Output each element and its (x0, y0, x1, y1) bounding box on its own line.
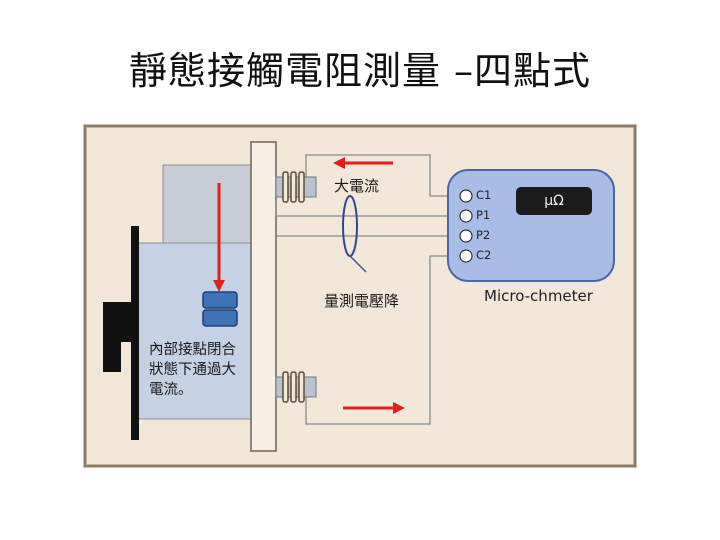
internal-contact-note: 內部接點閉合狀態下通過大電流。 (149, 342, 236, 398)
top-bushing-clamps (282, 171, 305, 203)
high-current-label: 大電流 (334, 177, 380, 195)
terminal-label-c1: C1 (476, 188, 492, 202)
internal-contact (202, 291, 238, 327)
terminal-label-p2: P2 (476, 228, 491, 242)
slide-title: 靜態接觸電阻測量 –四點式 (128, 49, 592, 93)
meter-display-unit: μΩ (544, 193, 564, 209)
current-arrows (213, 157, 405, 414)
bottom-bushing-clamps (282, 371, 305, 403)
busbar-plate (250, 141, 277, 452)
meter-terminals (459, 189, 473, 263)
voltage-probe-pointer (349, 255, 367, 273)
terminal-label-p1: P1 (476, 208, 491, 222)
breaker-body (137, 242, 252, 420)
mounting-bracket (103, 226, 139, 440)
wiring (275, 154, 456, 425)
meter-display (516, 187, 592, 215)
breaker-upper-block (162, 164, 252, 244)
voltage-drop-label: 量測電壓降 (324, 292, 400, 310)
terminal-label-c2: C2 (476, 248, 492, 262)
meter-name: Micro-chmeter (484, 287, 593, 305)
